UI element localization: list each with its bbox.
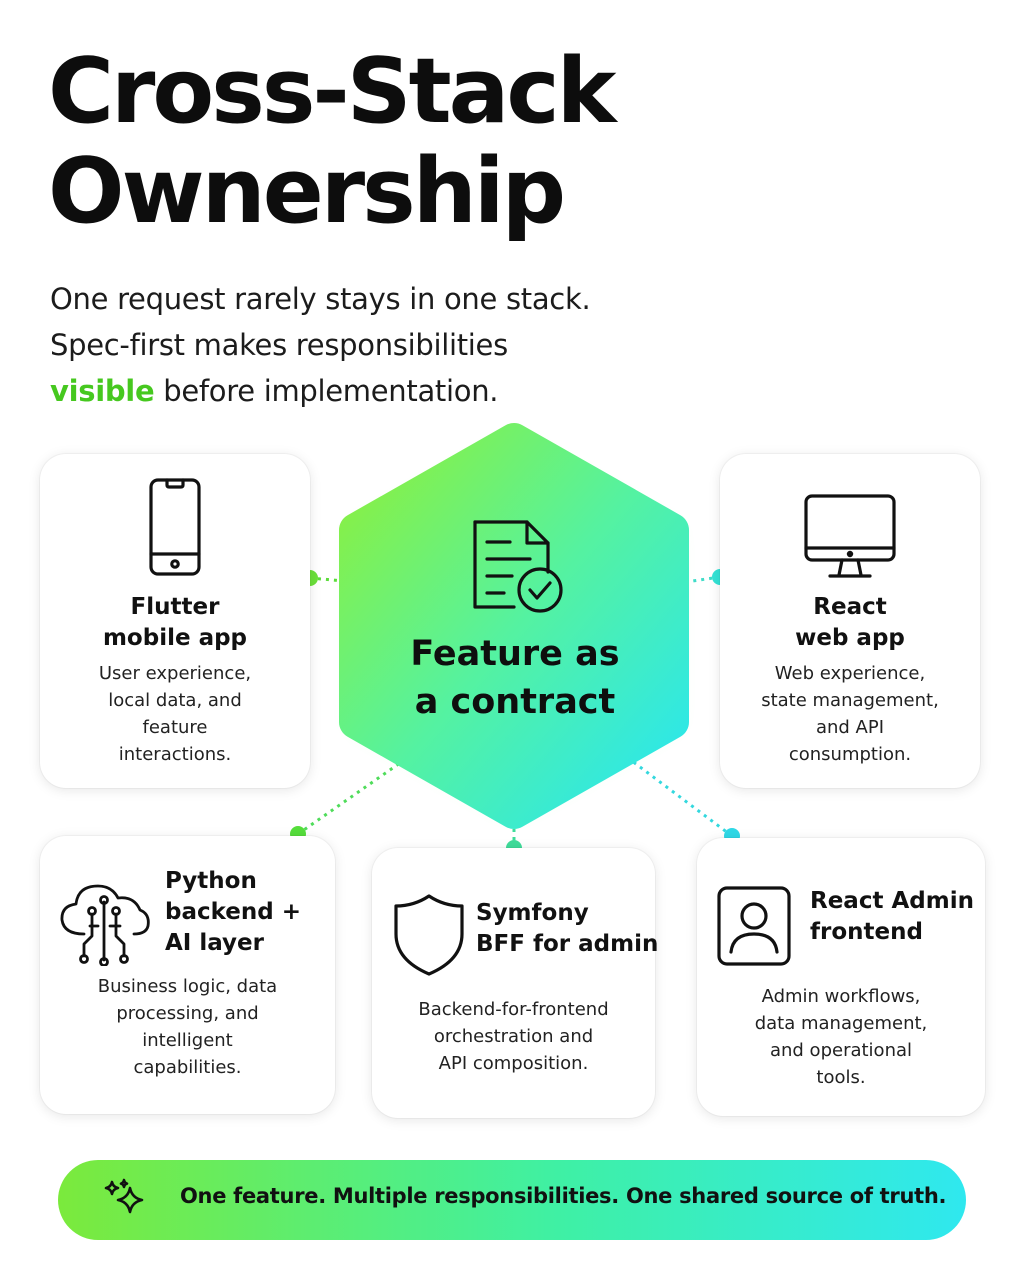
monitor-icon bbox=[804, 494, 896, 578]
title-line-2: Ownership bbox=[48, 139, 566, 244]
center-label: Feature as a contract bbox=[350, 630, 680, 726]
card-flutter-title-line-2: mobile app bbox=[102, 625, 248, 651]
card-flutter-title: Flutter mobile app bbox=[40, 592, 310, 654]
card-react-admin-title-line-2: frontend bbox=[810, 919, 923, 945]
card-python-title-line-1: Python bbox=[165, 868, 257, 894]
card-react-admin-title-line-1: React Admin bbox=[810, 888, 974, 914]
center-hexagon bbox=[339, 423, 689, 829]
card-react-admin-desc-line-2: data management, bbox=[754, 1013, 928, 1034]
card-python-desc-line-2: processing, and bbox=[116, 1003, 259, 1024]
card-react-web-desc-line-1: Web experience, bbox=[774, 663, 926, 684]
banner-text: One feature. Multiple responsibilities. … bbox=[180, 1184, 947, 1208]
subtitle-line-3-rest: before implementation. bbox=[154, 374, 499, 408]
title-line-1: Cross-Stack bbox=[48, 39, 617, 144]
card-flutter-mobile-app: Flutter mobile app User experience, loca… bbox=[40, 454, 310, 788]
subtitle: One request rarely stays in one stack. S… bbox=[50, 276, 591, 414]
card-flutter-description: User experience, local data, and feature… bbox=[40, 660, 310, 768]
subtitle-line-3: visible before implementation. bbox=[50, 368, 590, 414]
card-python-title-line-2: backend + bbox=[165, 899, 302, 925]
user-profile-icon bbox=[717, 886, 791, 966]
card-flutter-desc-line-3: feature bbox=[142, 717, 208, 738]
shield-icon bbox=[394, 894, 464, 976]
card-react-web-description: Web experience, state management, and AP… bbox=[720, 660, 980, 768]
card-react-admin-title: React Admin frontend bbox=[810, 886, 974, 948]
card-python-desc-line-3: intelligent bbox=[142, 1030, 233, 1051]
card-flutter-desc-line-4: interactions. bbox=[118, 744, 232, 765]
card-react-admin-desc-line-1: Admin workflows, bbox=[761, 986, 921, 1007]
card-react-web-title: React web app bbox=[720, 592, 980, 654]
card-python-title: Python backend + AI layer bbox=[165, 866, 301, 959]
card-react-web-desc-line-3: and API bbox=[815, 717, 885, 738]
card-symfony-desc-line-2: orchestration and bbox=[433, 1026, 594, 1047]
card-python-backend: Python backend + AI layer Business logic… bbox=[40, 836, 335, 1114]
card-python-desc-line-4: capabilities. bbox=[133, 1057, 242, 1078]
sparkles-icon bbox=[104, 1178, 144, 1214]
card-flutter-desc-line-2: local data, and bbox=[108, 690, 242, 711]
card-react-web-title-line-2: web app bbox=[795, 625, 905, 651]
card-symfony-description: Backend-for-frontend orchestration and A… bbox=[372, 996, 655, 1077]
card-react-web-app: React web app Web experience, state mana… bbox=[720, 454, 980, 788]
subtitle-line-2: Spec-first makes responsibilities bbox=[50, 328, 508, 362]
summary-banner: One feature. Multiple responsibilities. … bbox=[58, 1160, 966, 1240]
card-react-web-desc-line-4: consumption. bbox=[788, 744, 912, 765]
card-python-title-line-3: AI layer bbox=[165, 930, 264, 956]
card-python-desc-line-1: Business logic, data bbox=[97, 976, 278, 997]
card-react-admin: React Admin frontend Admin workflows, da… bbox=[697, 838, 985, 1116]
card-symfony-desc-line-3: API composition. bbox=[438, 1053, 589, 1074]
card-symfony-desc-line-1: Backend-for-frontend bbox=[418, 999, 609, 1020]
card-symfony-bff: Symfony BFF for admin Backend-for-fronte… bbox=[372, 848, 658, 1118]
card-flutter-title-line-1: Flutter bbox=[130, 594, 220, 620]
card-symfony-title-line-2: BFF for admin bbox=[476, 931, 659, 957]
card-symfony-title-line-1: Symfony bbox=[476, 900, 589, 926]
card-react-admin-desc-line-3: and operational bbox=[769, 1040, 913, 1061]
card-react-admin-desc-line-4: tools. bbox=[816, 1067, 866, 1088]
center-label-line-1: Feature as bbox=[410, 634, 620, 674]
cloud-circuit-icon bbox=[60, 884, 150, 966]
card-react-web-title-line-1: React bbox=[813, 594, 887, 620]
card-symfony-title: Symfony BFF for admin bbox=[476, 898, 658, 960]
subtitle-accent-word: visible bbox=[50, 374, 155, 408]
document-check-icon bbox=[473, 520, 563, 613]
card-react-web-desc-line-2: state management, bbox=[761, 690, 939, 711]
smartphone-icon bbox=[149, 478, 201, 576]
card-flutter-desc-line-1: User experience, bbox=[98, 663, 252, 684]
card-react-admin-description: Admin workflows, data management, and op… bbox=[697, 983, 985, 1091]
subtitle-line-1: One request rarely stays in one stack. bbox=[50, 282, 591, 316]
center-label-line-2: a contract bbox=[414, 682, 616, 722]
page-title: Cross-Stack Ownership bbox=[48, 39, 617, 244]
card-python-description: Business logic, data processing, and int… bbox=[40, 973, 335, 1081]
